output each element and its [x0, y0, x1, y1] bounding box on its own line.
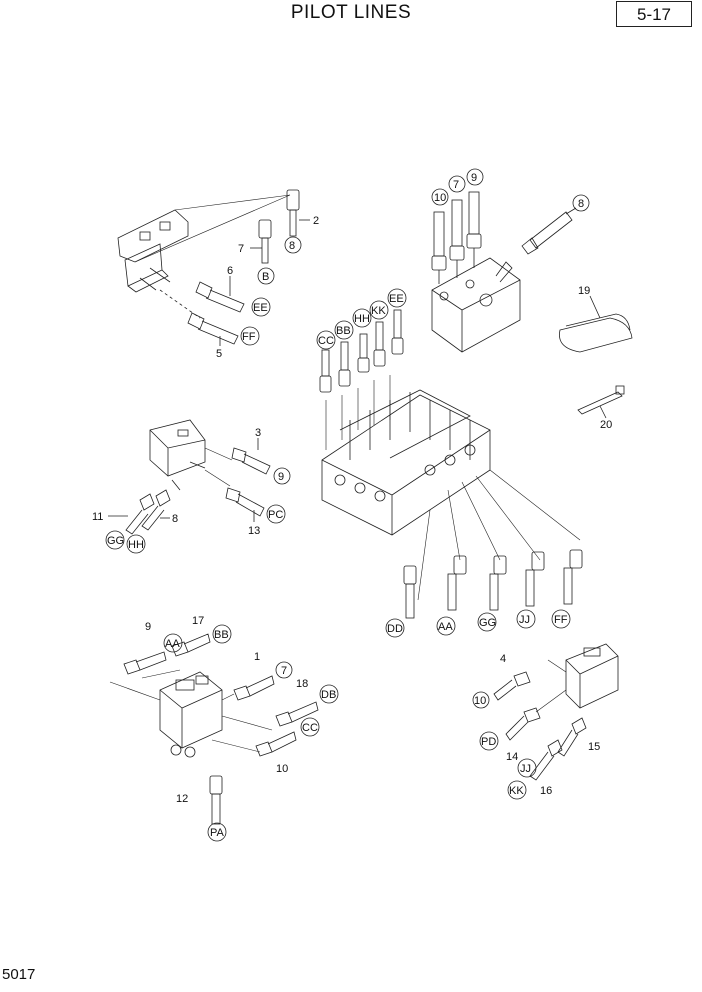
- callout-circles: [105, 168, 590, 842]
- callout-kk: KK: [371, 305, 386, 317]
- fitting-7-top: [250, 219, 272, 264]
- callout-jj-right: JJ: [520, 763, 531, 775]
- callout-7: 7: [281, 665, 287, 677]
- label-16: 16: [540, 785, 552, 797]
- middle-left-valve: [149, 419, 233, 491]
- label-9-bottom: 9: [145, 621, 151, 633]
- label-8: 8: [289, 240, 295, 252]
- callout-gg-lower: GG: [479, 617, 496, 629]
- fitting-7-right: [449, 199, 465, 278]
- label-2: 2: [313, 215, 319, 227]
- callout-bb-left: BB: [214, 629, 229, 641]
- callout-kk-right: KK: [509, 785, 524, 797]
- label-6: 6: [227, 265, 233, 277]
- hoses-11-8: [108, 489, 171, 535]
- fitting-9-top: [466, 191, 482, 268]
- callout-aa: AA: [438, 621, 453, 633]
- page-number-box: 5-17: [616, 1, 692, 27]
- lower-left-valve: [109, 669, 273, 758]
- callout-ff: FF: [242, 331, 256, 343]
- label-15: 15: [588, 741, 600, 753]
- label-9-top: 9: [471, 172, 477, 184]
- callout-bb: BB: [336, 325, 351, 337]
- lower-right-hoses: [493, 671, 587, 781]
- callout-aa-left: AA: [165, 638, 180, 650]
- label-10: 10: [434, 192, 446, 204]
- callout-10: 10: [474, 695, 486, 707]
- label-18: 18: [296, 678, 308, 690]
- label-11: 11: [92, 511, 103, 523]
- callout-dd: DD: [387, 623, 403, 635]
- callout-db: DB: [321, 689, 336, 701]
- hose-6: [195, 276, 245, 313]
- callout-pd: PD: [481, 736, 496, 748]
- callout-jj: JJ: [519, 614, 530, 626]
- callout-ff-lower: FF: [554, 614, 568, 626]
- label-17: 17: [192, 615, 204, 627]
- callout-cc: CC: [318, 335, 334, 347]
- callout-gg: GG: [107, 535, 124, 547]
- label-7: 7: [238, 243, 244, 255]
- lower-hoses: [403, 549, 583, 619]
- callout-9: 9: [278, 471, 284, 483]
- fitting-8-right: [521, 207, 577, 255]
- hose-3: [231, 438, 271, 475]
- callout-ee: EE: [253, 302, 268, 314]
- label-3: 3: [255, 427, 261, 439]
- label-5: 5: [216, 348, 222, 360]
- label-8-right: 8: [578, 198, 584, 210]
- lower-left-hoses: [123, 633, 319, 825]
- callout-ee-top: EE: [389, 293, 404, 305]
- callout-b: B: [262, 271, 269, 283]
- part-number-labels: 2 8 7 B 6 EE FF 5 10 7 9 8 19 20 CC BB H…: [92, 172, 612, 839]
- band-19: [559, 295, 633, 353]
- label-7-right: 7: [453, 179, 459, 191]
- label-13: 13: [248, 525, 260, 537]
- label-20: 20: [600, 419, 612, 431]
- cable-tie-20: [577, 385, 625, 419]
- label-14: 14: [506, 751, 518, 763]
- label-8-mid: 8: [172, 513, 178, 525]
- callout-hh: HH: [354, 313, 370, 325]
- fitting-10: [431, 211, 447, 284]
- fitting-2: [286, 189, 310, 237]
- callout-cc-lower: CC: [302, 722, 318, 734]
- label-19: 19: [578, 285, 590, 297]
- callout-pa: PA: [210, 827, 225, 839]
- callout-hh-left: HH: [128, 539, 144, 551]
- hose-13: [225, 487, 265, 522]
- top-left-valve-group: [117, 194, 291, 319]
- label-12: 12: [176, 793, 188, 805]
- hose-5: [187, 312, 239, 346]
- upper-hoses: [319, 309, 404, 393]
- main-control-valve: [321, 375, 581, 601]
- page-title: PILOT LINES: [290, 2, 412, 23]
- label-1: 1: [254, 651, 260, 663]
- lower-right-valve: [535, 643, 619, 713]
- top-right-block: [431, 257, 521, 353]
- document-number: 5017: [2, 966, 36, 983]
- label-4: 4: [500, 653, 506, 665]
- label-10-bottom: 10: [276, 763, 288, 775]
- callout-pc: PC: [268, 509, 283, 521]
